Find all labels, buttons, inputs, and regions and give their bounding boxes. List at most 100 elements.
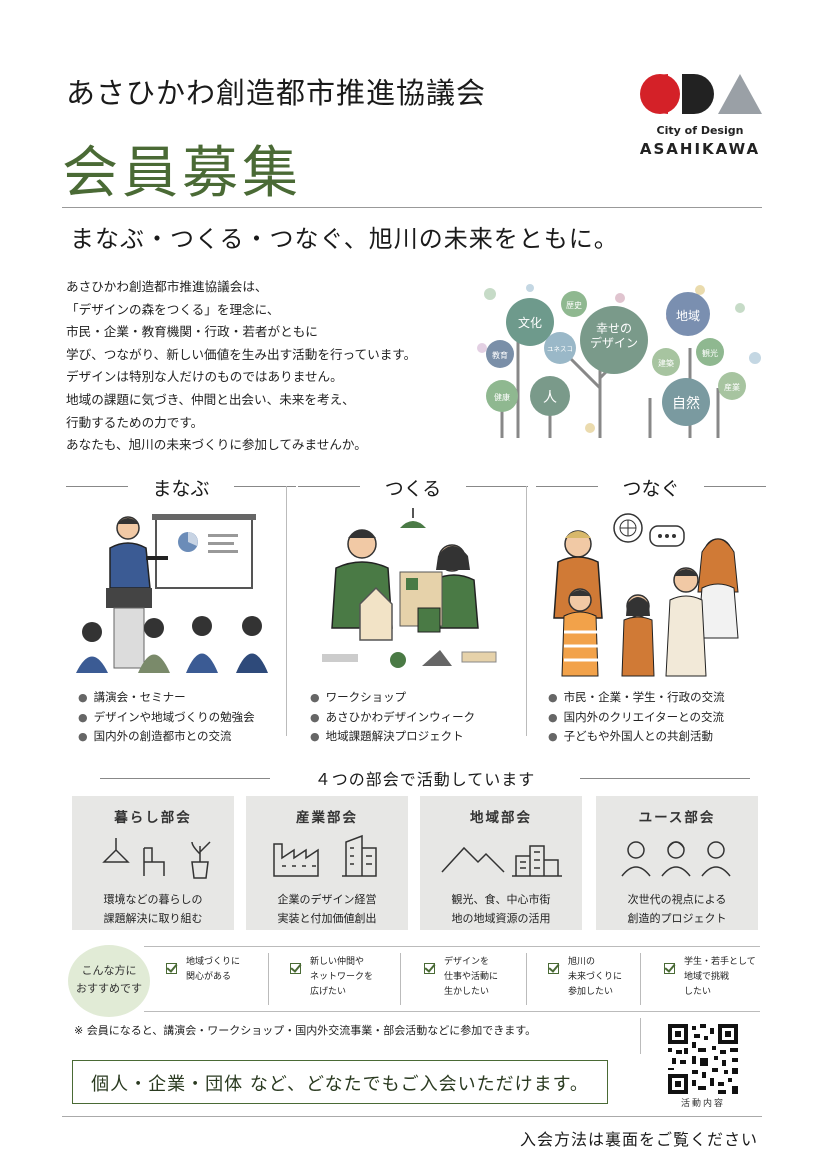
column-list: 講演会・セミナー デザインや地域づくりの勉強会 国内外の創造都市との交流 [78,688,255,747]
recommend-item-line: ネットワークを [310,972,374,982]
list-item: 国内外の創造都市との交流 [78,727,255,747]
person-icon [661,841,691,877]
recommend-item-line: 生かしたい [444,987,490,997]
recommend-item-line: 旭川の [568,957,596,967]
tree-label: ユネスコ [547,345,573,353]
card-title: 産業部会 [296,810,358,826]
membership-note: ※ 会員になると、講演会・ワークショップ・国内外交流事業・部会活動などに参加でき… [74,1024,537,1037]
industry-icons [273,834,377,877]
recommend-item-line: したい [684,987,712,997]
city-of-design-logo: City of Design ASAHIKAWA [638,66,762,166]
column-title: つくる [384,478,442,500]
recommend-item-line: デザインを [444,957,490,967]
column-divider [286,486,287,736]
tree-label: 文化 [518,315,542,330]
card-description: 次世代の視点による 創造的プロジェクト [596,890,758,928]
bukai-card-kurashi: 暮らし部会 環境などの暮らしの 課題解決に取り組む [72,796,234,930]
logo-mark-icon [640,74,762,114]
bukai-heading-text: ４つの部会で活動しています [314,770,536,789]
intro-line: デザインは特別な人だけのものではありません。 [66,369,343,385]
person-icon [701,841,731,877]
tree-label: 地域 [676,309,700,323]
mountain-icon [441,846,505,873]
tagline: まなぶ・つくる・つなぐ、旭川の未来をともに。 [70,225,619,253]
list-item: 子どもや外国人との共創活動 [548,727,725,747]
card-desc-line: 次世代の視点による [627,893,727,906]
divider [62,1116,762,1117]
column-list: 市民・企業・学生・行政の交流 国内外のクリエイターとの交流 子どもや外国人との共… [548,688,725,747]
card-desc-line: 環境などの暮らしの [103,893,203,906]
card-desc-line: 課題解決に取り組む [103,912,203,925]
column-tsukuru: つくる ワークショップ あさひかわデザインウィーク 地域課題解決プロジェクト [298,472,528,752]
recommend-item-line: 関心がある [186,972,232,982]
recommend-list: 地域づくりに 関心がある 新しい仲間や ネットワークを 広げたい デザインを 仕… [144,946,760,1012]
column-heading: まなぶ [66,472,296,502]
check-icon [664,963,675,974]
card-desc-line: 観光、食、中心市街 [451,893,551,906]
list-item: あさひかわデザインウィーク [310,708,476,728]
qr-code-icon[interactable] [668,1024,738,1094]
intro-line: 行動するための力です。 [66,414,204,430]
column-tsunagu: つなぐ 市民・企業・学生・行政の交流 国内外のクリエイターとの交流 子どもや外国… [536,472,766,752]
card-title: 暮らし部会 [114,810,192,826]
org-title: あさひかわ創造都市推進協議会 [66,76,487,110]
check-icon [290,963,301,974]
lecture-illustration [76,514,268,673]
recommend-item-line: 未来づくりに [568,972,623,982]
intro-text: あさひかわ創造都市推進協議会は、 「デザインの森をつくる」を理念に、 市民・企業… [66,276,486,457]
card-title: ユース部会 [638,810,716,826]
youth-icons [621,841,731,877]
divider [62,207,762,208]
factory-icon [273,843,319,877]
intro-line: 市民・企業・教育機関・行政・若者がともに [66,324,318,340]
bukai-card-youth: ユース部会 次世代の視点による 創造的プロジェクト [596,796,758,930]
list-item: 国内外のクリエイターとの交流 [548,708,725,728]
workshop-illustration [322,508,497,668]
recommend-item-line: 学生・若手として [684,957,756,967]
recommend-label: こんな方に [81,964,137,977]
card-description: 観光、食、中心市街 地の地域資源の活用 [420,890,582,928]
recommend-divider [268,953,269,1005]
recommend-divider [640,953,641,1005]
join-banner: 個人・企業・団体 など、どなたでもご入会いただけます。 [72,1060,608,1104]
plant-icon [191,841,211,879]
column-list: ワークショップ あさひかわデザインウィーク 地域課題解決プロジェクト [310,688,476,747]
tree-label: 歴史 [566,300,582,310]
list-item: デザインや地域づくりの勉強会 [78,708,255,728]
card-desc-line: 創造的プロジェクト [627,912,727,925]
recommend-badge: こんな方に おすすめです [68,945,150,1017]
list-item: ワークショップ [310,688,475,708]
list-item: 講演会・セミナー [78,688,255,708]
recommend-item-line: 地域づくりに [186,957,241,967]
tree-label: 観光 [702,348,718,358]
qr-label: 活動内容 [680,1099,725,1109]
logo-text-asahikawa: ASAHIKAWA [639,140,761,158]
recommend-item-line: 仕事や活動に [444,972,499,982]
logo-text-city-of-design: City of Design [656,124,744,137]
join-text: 個人・企業・団体 など、どなたでもご入会いただけます。 [91,1074,589,1095]
card-description: 企業のデザイン経営 実装と付加価値創出 [246,890,408,928]
tree-label: 教育 [492,350,508,360]
intro-line: 地域の課題に気づき、仲間と出会い、未来を考え、 [66,391,355,407]
column-heading: つくる [298,472,528,502]
tree-label: 建築 [658,358,674,368]
tree-label: 健康 [494,392,510,402]
recommend-item-line: 広げたい [310,987,347,997]
card-title: 地域部会 [470,810,532,826]
intro-line: 「デザインの森をつくる」を理念に、 [66,301,280,317]
main-title: 会員募集 [62,141,302,206]
intro-line: あなたも、旭川の未来づくりに参加してみませんか。 [66,437,367,453]
column-manabu: まなぶ 講演会・セミナー デザインや地域づくりの勉強会 国内外の創造都市との交流 [66,472,296,752]
column-divider [526,486,527,736]
column-title: まなぶ [152,478,210,500]
card-description: 環境などの暮らしの 課題解決に取り組む [72,890,234,928]
check-icon [424,963,435,974]
list-item: 地域課題解決プロジェクト [310,727,475,747]
recommend-divider [400,953,401,1005]
chair-icon [143,847,165,876]
design-forest-illustration: 文化 歴史 教育 ユネスコ 幸せのデザイン 地域 観光 建築 健康 人 自然 産… [477,284,761,438]
recommend-label: おすすめです [76,982,142,995]
list-item: 市民・企業・学生・行政の交流 [548,688,725,708]
how-to-join-text: 入会方法は裏面をご覧ください [519,1130,758,1149]
recommend-item-line: 地域で挑戦 [684,972,730,982]
